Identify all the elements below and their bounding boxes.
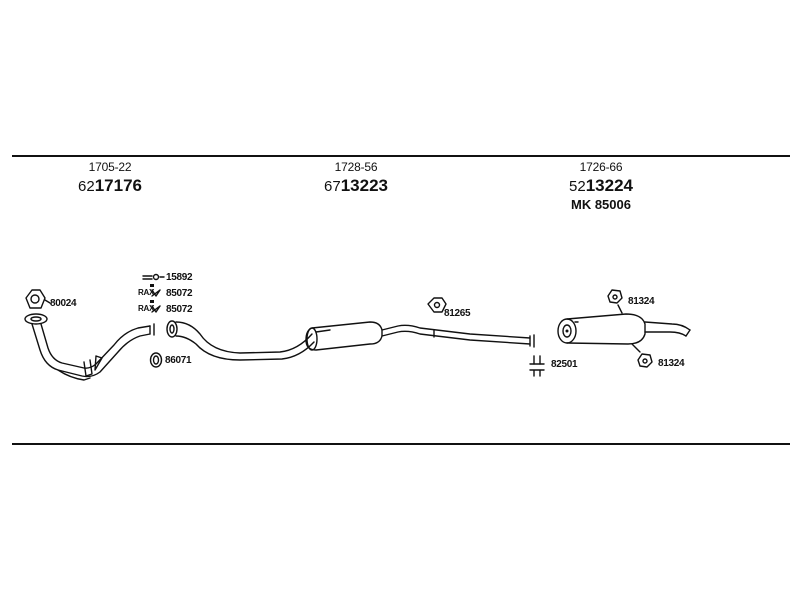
leader-line [617,304,623,314]
ring-86071-icon [149,352,163,368]
gasket-80024-icon [25,289,46,309]
rear-silencer [557,313,646,345]
leader-line [631,343,641,353]
part-label-80024: 80024 [50,298,77,309]
rubber-mount-81265-icon [427,297,447,313]
part-label-86071: 86071 [165,355,192,366]
top-divider-line [12,155,790,157]
part-number-main: 13224 [585,176,633,195]
section-header-middle-silencer: 1728-56 6713223 [286,160,426,196]
section-code: 1705-22 [88,160,132,174]
part-number-main: 13223 [340,176,388,195]
section-part-number: 6217176 [40,176,180,196]
part-number-prefix: 52 [569,178,586,195]
rubber-mount-81324-icon [637,353,653,368]
part-label-81265: 81265 [444,308,471,319]
clamp-85072-icon [151,305,161,313]
section-part-number: 6713223 [286,176,426,196]
front-pipe-flange-icon [24,313,48,325]
part-label-15892: 15892 [166,272,193,283]
part-number-main: 17176 [94,176,142,195]
clamp-15892-icon [142,273,165,281]
bottom-divider-line [12,443,790,445]
rear-tail-pipe [644,321,691,337]
part-label-85072: 85072 [166,288,193,299]
mounting-kit-number: MK 85006 [571,197,631,212]
part-label-81324: 81324 [658,358,685,369]
part-label-81324: 81324 [628,296,655,307]
clamp-85072-icon [151,289,161,297]
middle-tail-pipe [381,324,535,348]
front-pipe [31,323,155,381]
section-part-number: 5213224 [531,176,671,196]
section-code: 1728-56 [334,160,378,174]
part-number-prefix: 67 [324,178,341,195]
middle-pipe [166,320,315,361]
section-header-front-pipe: 1705-22 6217176 [40,160,180,196]
clamp-82501-icon [529,355,545,377]
part-label-85072: 85072 [166,304,193,315]
clamp-prefix-mark: RAX [138,304,154,313]
part-label-82501: 82501 [551,359,578,370]
leader-line [44,299,51,304]
clamp-prefix-mark: RAX [138,288,154,297]
section-code: 1726-66 [579,160,623,174]
section-header-rear-silencer: 1726-66 5213224 MK 85006 [531,160,671,212]
part-number-prefix: 62 [78,178,95,195]
middle-silencer [305,321,383,351]
rubber-mount-81324-icon [607,289,623,304]
